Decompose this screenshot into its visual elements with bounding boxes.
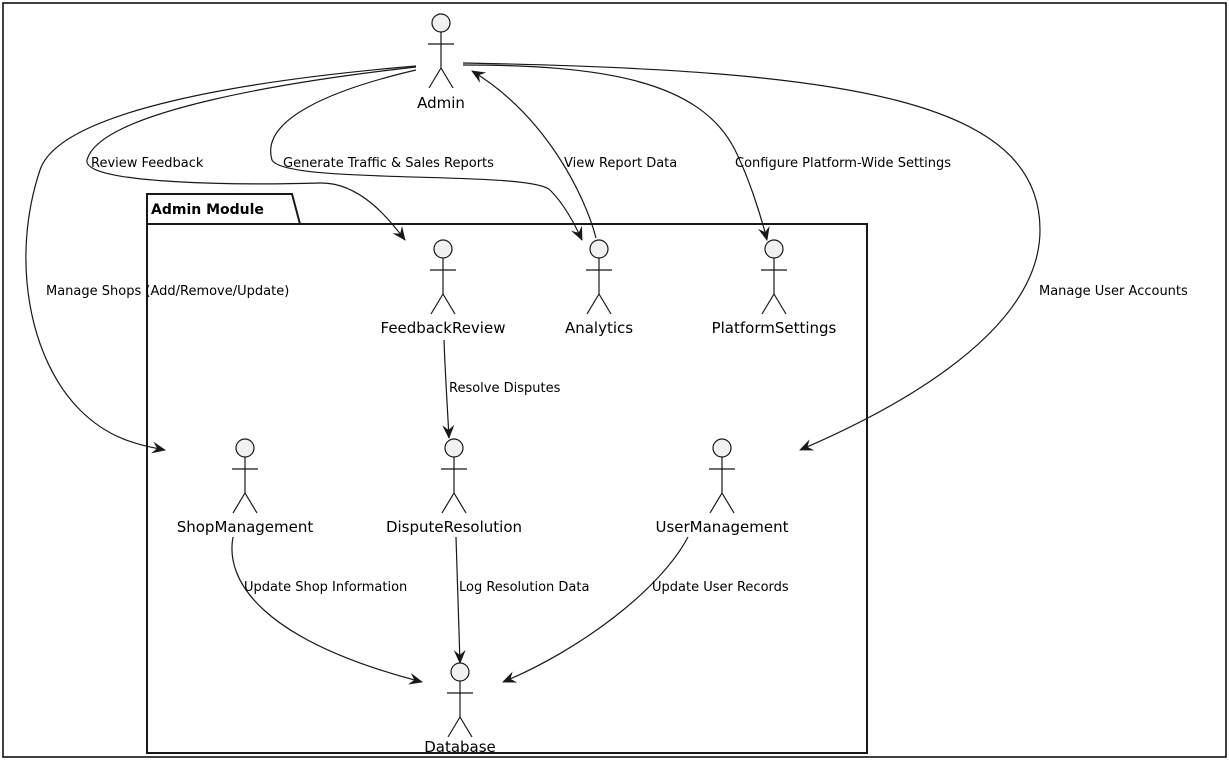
edge-configure-settings [462,64,770,241]
actor-admin: Admin [417,13,465,112]
actor-icon [761,239,787,315]
actor-dispute-resolution: DisputeResolution [386,438,522,536]
edge-label-review-feedback: Review Feedback [91,156,204,171]
edge-update-user-records [502,536,689,683]
edge-label-update-shop-info: Update Shop Information [244,580,407,595]
edges: Review Feedback Generate Traffic & Sales… [25,62,1188,685]
edge-generate-reports [270,69,583,241]
edge-manage-user-accounts [462,62,1041,451]
actor-label: ShopManagement [177,518,314,536]
edge-label-resolve-disputes: Resolve Disputes [449,381,561,396]
edge-resolve-disputes [442,339,455,439]
actor-icon [441,438,467,514]
edge-label-log-resolution-data: Log Resolution Data [459,580,589,595]
edge-manage-shops [25,65,417,454]
actor-label: PlatformSettings [712,319,837,337]
actor-shop-management: ShopManagement [177,438,314,536]
package-title: Admin Module [151,202,264,218]
actor-platform-settings: PlatformSettings [712,239,837,337]
actor-label: Admin [417,94,465,112]
edge-review-feedback [86,66,417,241]
edge-log-resolution-data [453,536,466,664]
actor-analytics: Analytics [565,239,633,337]
actor-user-management: UserManagement [655,438,789,536]
actor-label: FeedbackReview [381,319,506,337]
actor-icon [430,239,456,315]
edge-label-generate-reports: Generate Traffic & Sales Reports [283,156,494,171]
actor-label: Analytics [565,319,633,337]
actor-label: UserManagement [655,518,788,536]
actor-icon [709,438,735,514]
admin-module-package: Admin Module [146,193,868,754]
edge-update-shop-info [231,536,423,685]
edge-label-manage-user-accounts: Manage User Accounts [1039,284,1188,299]
edge-label-manage-shops: Manage Shops (Add/Remove/Update) [46,284,289,299]
edge-label-view-report-data: View Report Data [564,156,677,171]
actor-feedback-review: FeedbackReview [381,239,506,337]
edge-view-report-data [471,70,597,239]
actor-icon [586,239,612,315]
edge-label-update-user-records: Update User Records [652,580,789,595]
actor-icon [447,662,473,738]
actor-icon [232,438,258,514]
actor-label: Database [424,738,496,756]
edge-label-configure-settings: Configure Platform-Wide Settings [735,156,951,171]
actor-label: DisputeResolution [386,518,522,536]
actor-database: Database [424,662,496,756]
actor-icon [428,13,454,89]
